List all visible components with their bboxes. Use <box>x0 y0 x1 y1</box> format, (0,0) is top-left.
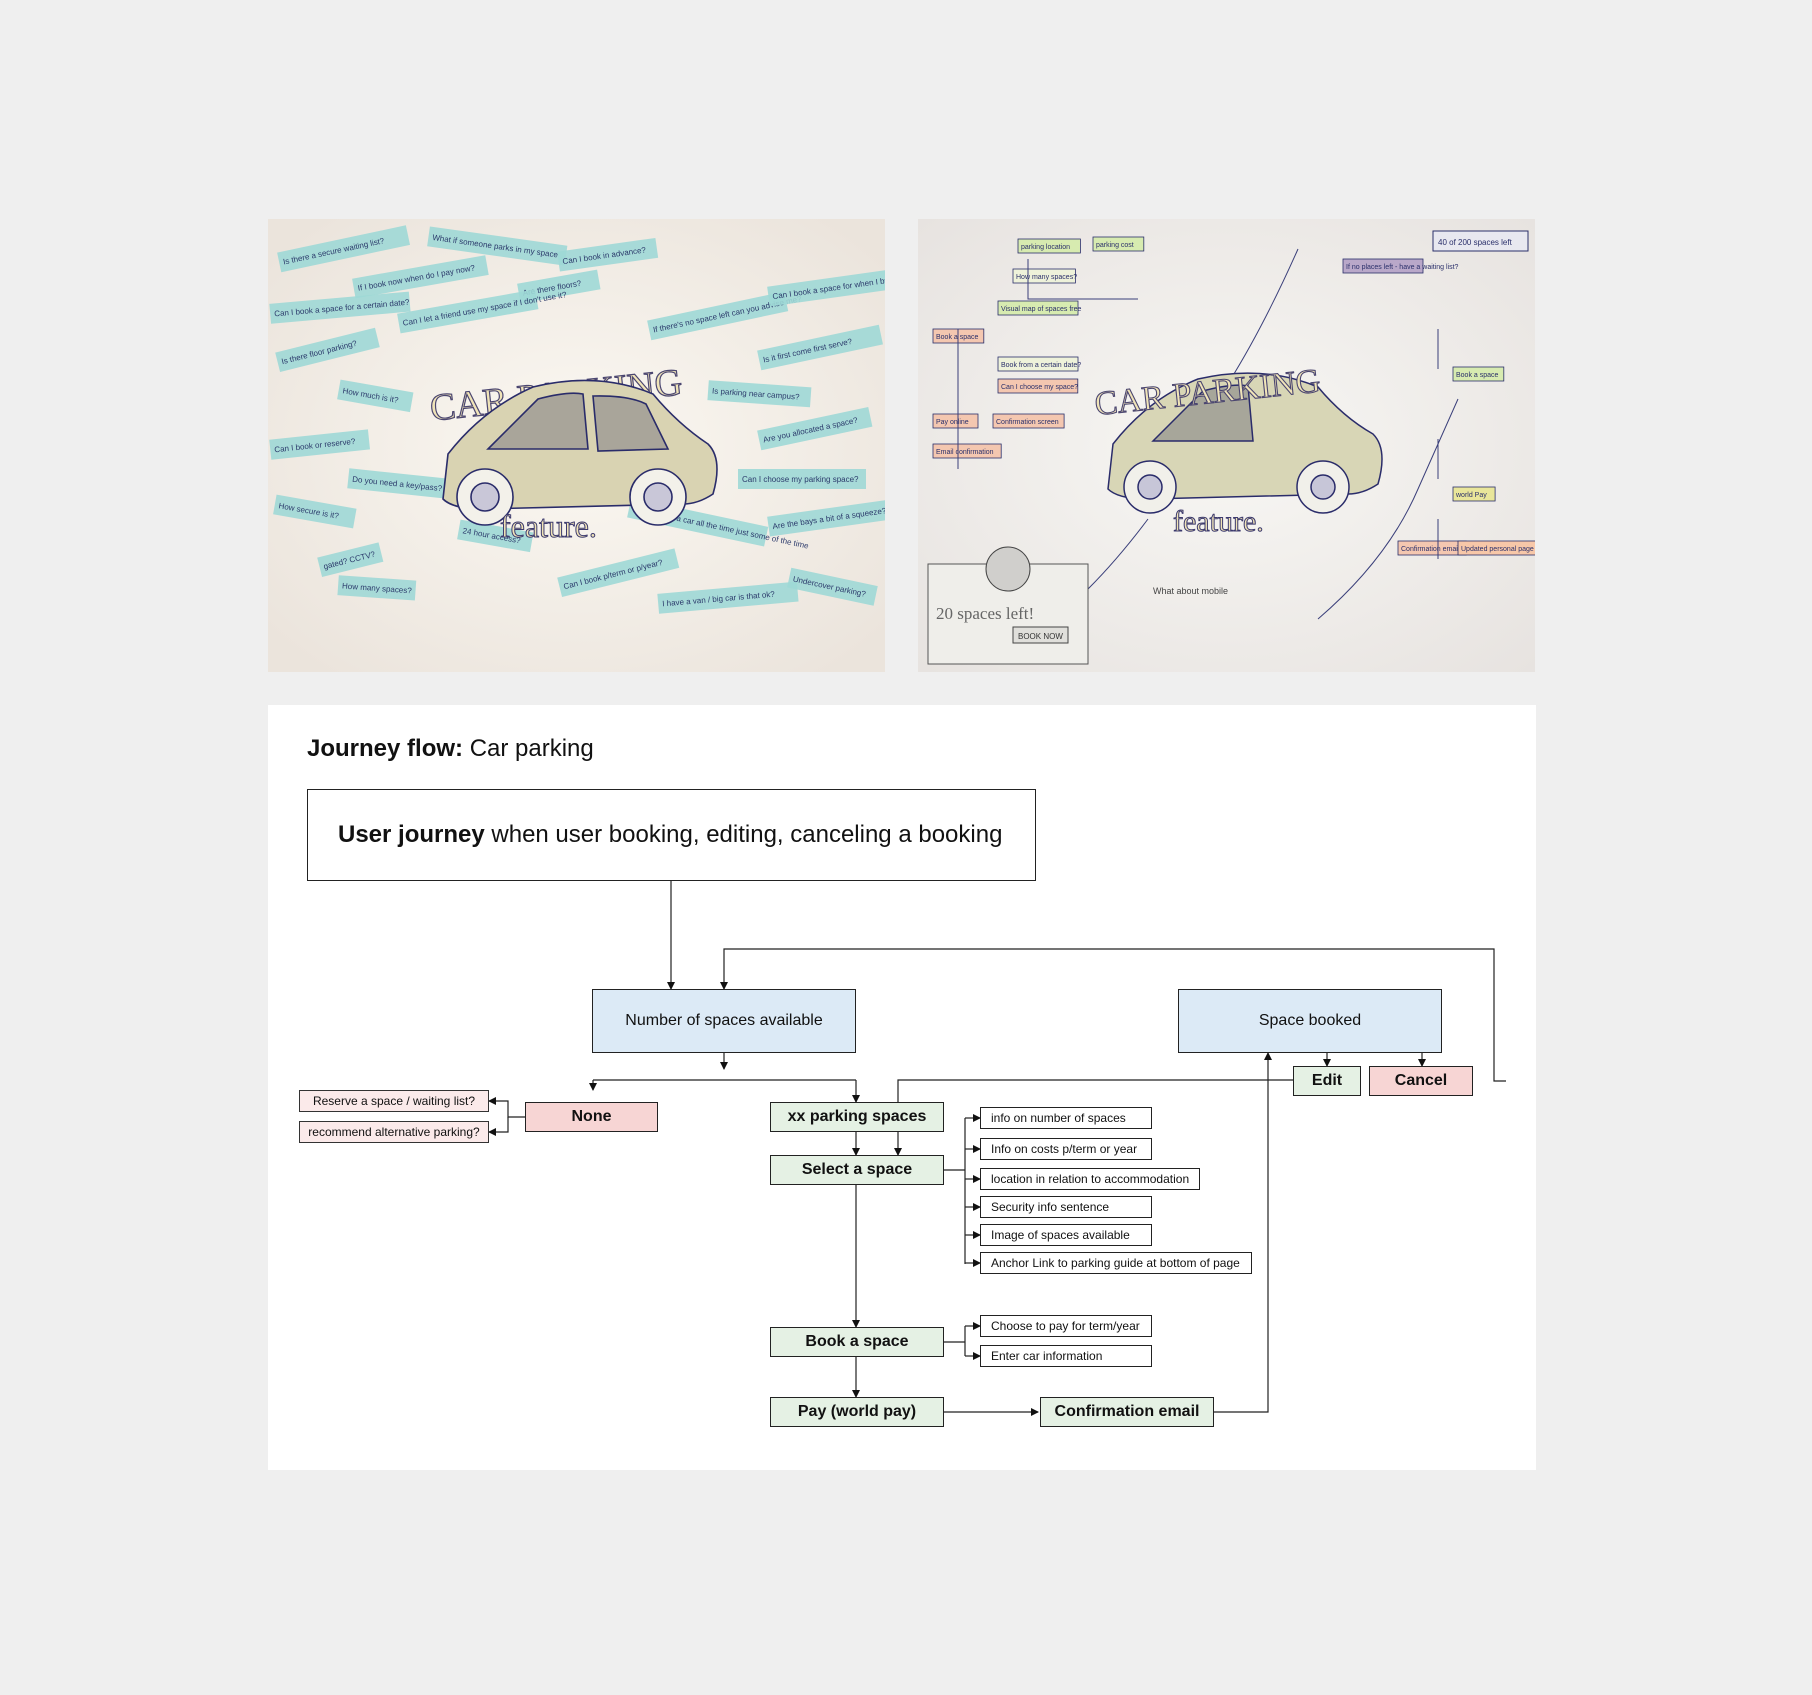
feature-subtitle: feature. <box>500 508 597 544</box>
sketch-note: How many spaces? <box>1012 268 1077 284</box>
sketch-note: Updated personal page w/ parking details… <box>1457 540 1535 556</box>
sketch-note: world Pay <box>1452 486 1496 502</box>
sketch-note: If no places left - have a waiting list? <box>1342 258 1459 274</box>
info-enter-car: Enter car information <box>980 1345 1152 1367</box>
sticky-note: How secure is it? <box>273 494 357 529</box>
sticky-note: 24 hour access? <box>457 519 534 553</box>
sketch-note-text: If no places left - have a waiting list? <box>1346 264 1459 271</box>
sticky-note: Are there floors? <box>517 269 601 304</box>
recommend-alternative-node: recommend alternative parking? <box>299 1121 489 1143</box>
sketch-note: Confirmation email <box>1397 540 1467 556</box>
sticky-notes-illustration: Is there a secure waiting list?What if s… <box>268 219 885 672</box>
edit-node: Edit <box>1293 1066 1361 1096</box>
book-a-space-node: Book a space <box>770 1327 944 1357</box>
pay-world-pay-node: Pay (world pay) <box>770 1397 944 1427</box>
flow-title-rest: Car parking <box>469 735 594 762</box>
flow-title: Journey flow: Car parking <box>307 735 594 763</box>
sticky-note: Is parking near campus? <box>707 380 812 408</box>
sticky-note: Can I choose my parking space? <box>738 469 866 489</box>
sticky-note: I have a van / big car is that ok? <box>657 581 799 614</box>
sticky-note: How many spaces? <box>337 575 417 601</box>
info-security: Security info sentence <box>980 1196 1152 1218</box>
sticky-note-text: Can I choose my parking space? <box>742 475 859 484</box>
sticky-note: gated? CCTV? <box>317 542 384 578</box>
sticky-note: Can I book or reserve? <box>269 429 371 460</box>
sketch-note-text: Visual map of spaces free <box>1001 306 1082 313</box>
sketch-note-text: Updated personal page w/ parking details… <box>1461 546 1535 553</box>
sketch-note: Pay online <box>932 413 979 429</box>
sketch-note: Book from a certain date? <box>997 356 1081 372</box>
sketch-note-text: Confirmation email <box>1401 546 1460 553</box>
user-journey-bold: User journey <box>338 821 485 848</box>
xx-parking-spaces-node: xx parking spaces <box>770 1102 944 1132</box>
info-location: location in relation to accommodation <box>980 1168 1200 1190</box>
sketch-note-text: How many spaces? <box>1016 274 1077 281</box>
space-booked-node: Space booked <box>1178 989 1442 1053</box>
sketch-note-text: parking location <box>1021 244 1070 251</box>
sketch-note-text: Can I choose my space? <box>1001 384 1078 391</box>
sketch-note: parking location <box>1017 238 1081 254</box>
user-journey-header: User journey when user booking, editing,… <box>307 789 1036 881</box>
sticky-note: Do you need a key/pass? <box>347 468 452 499</box>
sketch-counter: 40 of 200 spaces left <box>1438 238 1513 247</box>
sketch-book-now: BOOK NOW <box>1018 632 1063 641</box>
sketch-subtitle: feature. <box>1173 505 1264 538</box>
sketch-note-text: Confirmation screen <box>996 419 1059 426</box>
info-image-of-spaces: Image of spaces available <box>980 1224 1152 1246</box>
sketch-car <box>1107 372 1383 514</box>
sketch-note-text: Pay online <box>936 419 969 426</box>
info-costs: Info on costs p/term or year <box>980 1138 1152 1160</box>
photo-sticky-notes-brainstorm: Is there a secure waiting list?What if s… <box>268 219 885 672</box>
sketch-spaces-left: 20 spaces left! <box>936 604 1034 623</box>
sticky-note: How much is it? <box>337 379 414 413</box>
info-choose-to-pay: Choose to pay for term/year <box>980 1315 1152 1337</box>
sketch-note-text: Book a space <box>936 334 979 341</box>
journey-flow-panel: Journey flow: Car parking User journey w… <box>268 705 1536 1470</box>
sticky-note: Can I book a space for a certain date? <box>269 291 411 324</box>
select-a-space-node: Select a space <box>770 1155 944 1185</box>
sketch-note-text: Book from a certain date? <box>1001 362 1081 369</box>
info-number-of-spaces: info on number of spaces <box>980 1107 1152 1129</box>
sketch-mobile-note: What about mobile <box>1153 586 1228 596</box>
info-anchor-link: Anchor Link to parking guide at bottom o… <box>980 1252 1252 1274</box>
sketch-note-text: parking cost <box>1096 242 1134 249</box>
sketch-note: Book a space <box>1452 366 1505 382</box>
sketch-note-text: Email confirmation <box>936 449 994 456</box>
number-of-spaces-available-node: Number of spaces available <box>592 989 856 1053</box>
sketch-note: parking cost <box>1092 236 1145 252</box>
user-journey-rest: when user booking, editing, canceling a … <box>491 821 1003 848</box>
sketch-note: Can I choose my space? <box>997 378 1079 394</box>
reserve-waiting-list-node: Reserve a space / waiting list? <box>299 1090 489 1112</box>
sketch-note: Email confirmation <box>932 443 1002 459</box>
sketch-note: Confirmation screen <box>992 413 1065 429</box>
sticky-note: Can I book in advance? <box>557 237 659 272</box>
sketch-note-text: world Pay <box>1455 492 1487 499</box>
car-drawing <box>442 379 718 526</box>
confirmation-email-node: Confirmation email <box>1040 1397 1214 1427</box>
sketch-note: Visual map of spaces free <box>997 300 1082 316</box>
none-node: None <box>525 1102 658 1132</box>
flow-title-bold: Journey flow: <box>307 735 464 762</box>
cancel-node: Cancel <box>1369 1066 1473 1096</box>
sketch-note-text: Book a space <box>1456 372 1499 379</box>
